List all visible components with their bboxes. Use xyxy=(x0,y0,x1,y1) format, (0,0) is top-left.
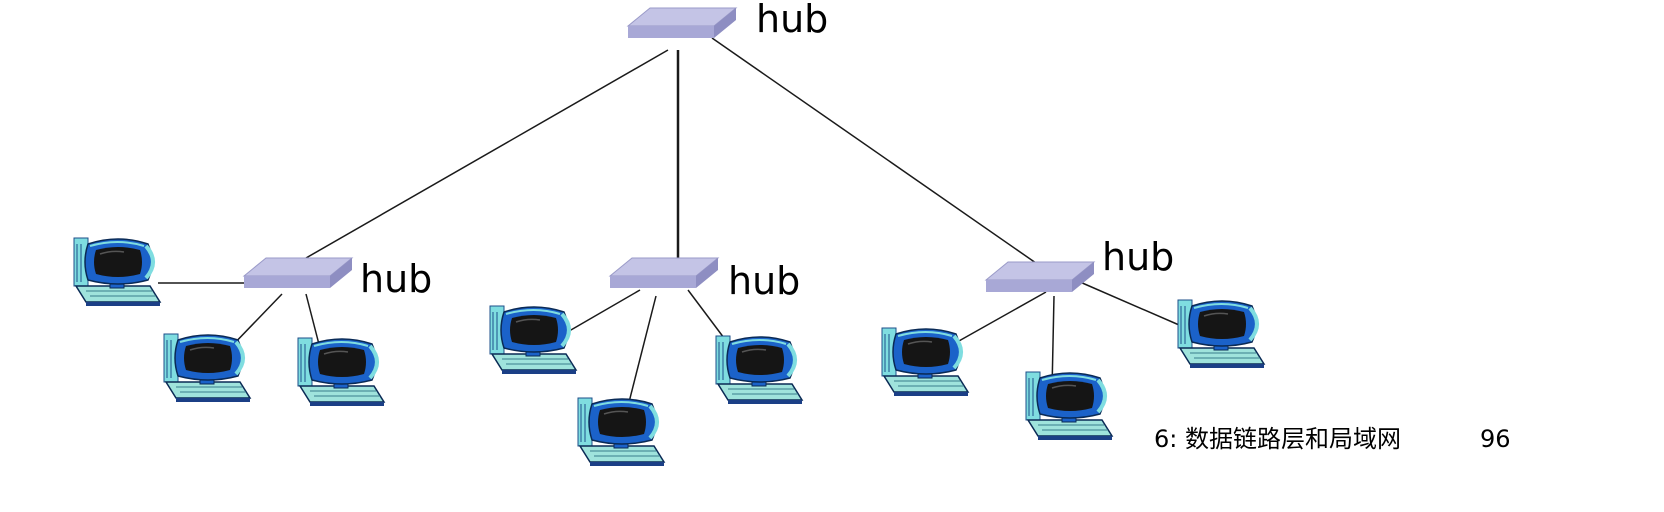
desktop-computer-icon xyxy=(1176,298,1266,370)
desktop-computer-icon xyxy=(714,334,804,406)
desktop-computer-icon xyxy=(488,304,578,376)
cable-right-pc1 xyxy=(949,291,1047,347)
hub-label-middle: hub xyxy=(728,259,801,303)
desktop-computer-icon xyxy=(576,396,666,468)
cable-top-left xyxy=(305,49,669,259)
cable-middle-pc1 xyxy=(563,289,641,335)
page-number: 96 xyxy=(1480,425,1511,453)
network-hub-icon xyxy=(627,7,737,39)
cable-right-pc3 xyxy=(1079,281,1187,329)
cables xyxy=(158,37,1187,415)
network-hub-icon xyxy=(609,257,719,289)
cable-middle-pc2 xyxy=(625,295,657,415)
hubs xyxy=(243,7,1095,293)
hub-label-right: hub xyxy=(1102,235,1175,279)
network-hub-icon xyxy=(985,261,1095,293)
desktop-computer-icon xyxy=(1024,370,1114,442)
cable-top-right xyxy=(711,37,1047,271)
hub-label-left: hub xyxy=(360,257,433,301)
desktop-computer-icon xyxy=(880,326,970,398)
desktop-computer-icon xyxy=(296,336,386,408)
desktop-computer-icon xyxy=(162,332,252,404)
hub-label-top: hub xyxy=(756,0,829,41)
slide-section-label: 6: 数据链路层和局域网 xyxy=(1154,425,1401,453)
desktop-computer-icon xyxy=(72,236,162,308)
network-hub-icon xyxy=(243,257,353,289)
